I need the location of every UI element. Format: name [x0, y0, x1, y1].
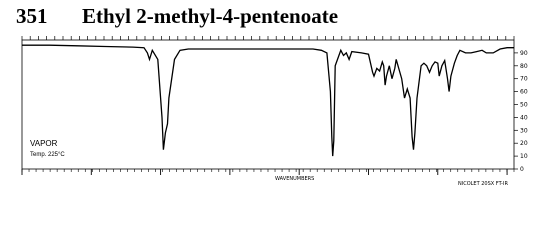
compound-name: Ethyl 2-methyl-4-pentenoate: [82, 4, 339, 28]
y-tick-label: 10: [520, 153, 528, 160]
y-tick-label: 70: [520, 76, 528, 83]
y-tick-label: 0: [520, 166, 524, 173]
sample-state: VAPOR: [30, 139, 58, 148]
y-tick-label: 30: [520, 127, 528, 134]
y-tick-label: 80: [520, 63, 528, 70]
y-tick-label: 90: [520, 50, 528, 57]
y-axis-ticks: 90 80 70 60 50 40 30 20 10 0: [514, 50, 528, 173]
y-tick-label: 20: [520, 140, 528, 147]
header: 351 Ethyl 2-methyl-4-pentenoate: [0, 0, 550, 36]
instrument-source: NICOLET 20SX FT-IR: [458, 181, 508, 187]
top-tick-marks: [21, 36, 515, 40]
y-tick-label: 60: [520, 89, 528, 96]
spectrum-page: 351 Ethyl 2-methyl-4-pentenoate 90 80 70 60…: [0, 0, 550, 187]
plot-frame: [21, 39, 515, 170]
ir-spectrum-chart: 90 80 70 60 50 40 30 20 10 0 VAPOR Temp. 225°C WA…: [21, 36, 528, 187]
y-tick-label: 50: [520, 102, 528, 109]
catalog-number: 351: [16, 4, 48, 28]
spectrum-line: [22, 44, 514, 157]
bottom-tick-marks: [21, 169, 515, 175]
y-tick-label: 40: [520, 114, 528, 121]
sample-temperature: Temp. 225°C: [30, 152, 65, 158]
x-axis-caption: WAVENUMBERS: [275, 176, 314, 182]
